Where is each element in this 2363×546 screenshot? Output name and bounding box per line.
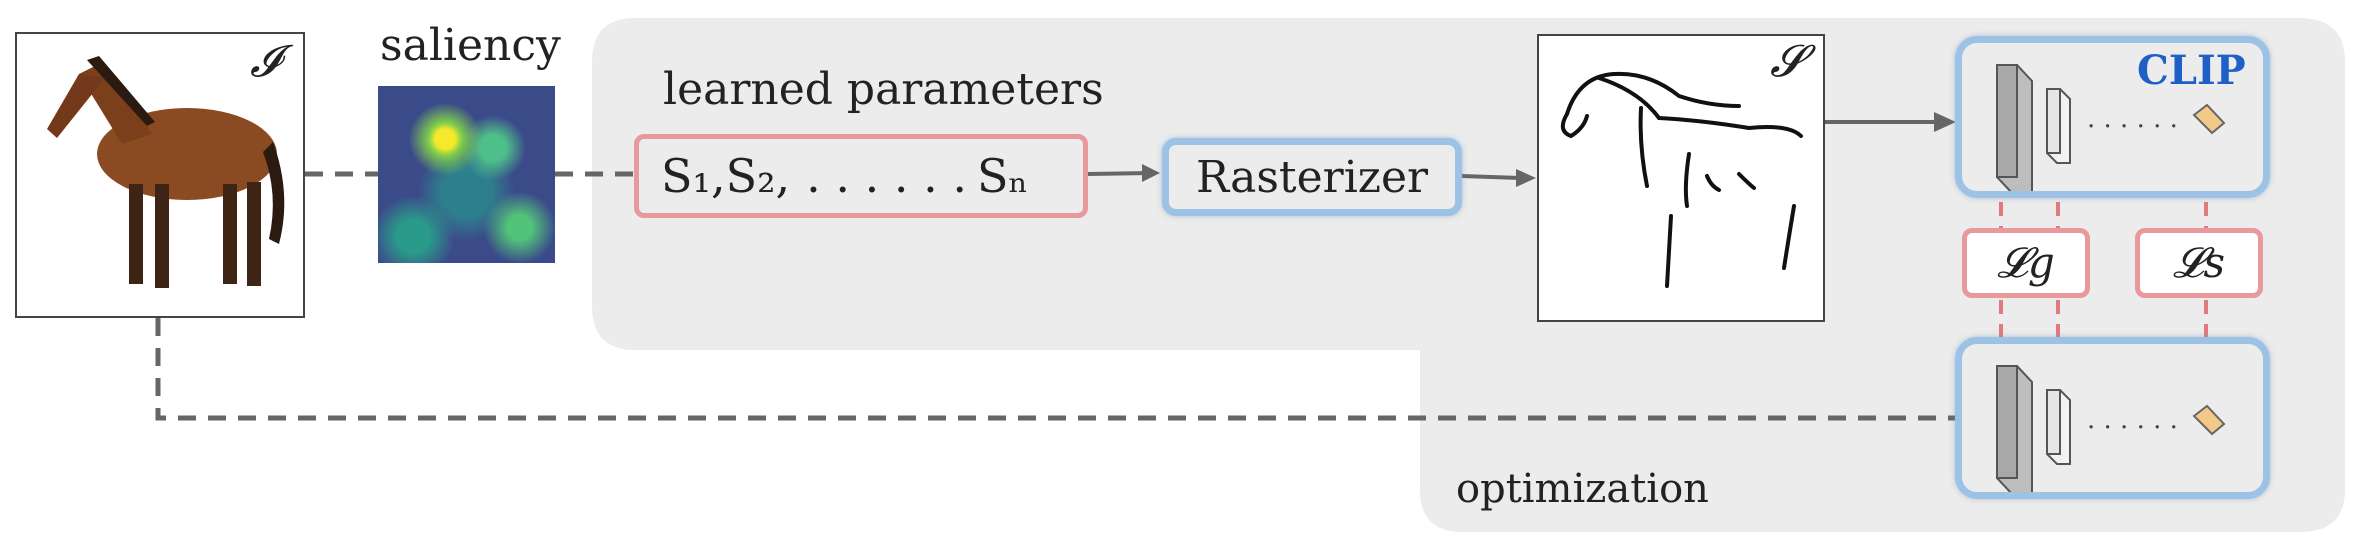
params-box: S₁ , S₂ , . . . . . . Sₙ	[634, 134, 1088, 218]
optimization-label: optimization	[1456, 466, 1709, 512]
input-image-frame	[15, 32, 305, 318]
clip-layers-top: · · · · · ·	[1996, 64, 2226, 191]
params-title: learned parameters	[663, 64, 1104, 115]
svg-text:· · · · · ·: · · · · · ·	[2087, 112, 2178, 142]
horse-sketch	[1560, 71, 1803, 288]
arrow-params-rasterizer	[1087, 171, 1151, 176]
sketch-frame	[1537, 34, 1825, 322]
horse-photo	[47, 56, 285, 288]
arrowhead-rasterizer	[1142, 164, 1160, 182]
arrow-rasterizer-sketch	[1461, 174, 1521, 180]
param-s1: S₁	[661, 149, 711, 203]
clip-label: CLIP	[2137, 47, 2246, 94]
saliency-label: saliency	[380, 20, 561, 71]
svg-text:· · · · · ·: · · · · · ·	[2087, 413, 2178, 443]
loss-geometric-label: 𝓛g	[1997, 238, 2055, 287]
loss-semantic-label: 𝓛s	[2172, 238, 2226, 287]
arrowhead-clip	[1934, 112, 1956, 132]
param-sep1: ,	[710, 149, 726, 203]
param-sn: Sₙ	[977, 149, 1029, 203]
clip-encoder-bottom: · · · · · ·	[1955, 337, 2270, 499]
clip-encoder-top: · · · · · · CLIP	[1955, 36, 2270, 198]
loss-semantic-box: 𝓛s	[2135, 228, 2263, 298]
param-s2: S₂	[725, 149, 776, 203]
input-image-symbol: 𝓘	[250, 36, 280, 87]
loss-geometric-box: 𝓛g	[1962, 228, 2090, 298]
connector-image-clip	[155, 318, 1960, 421]
sketch-symbol: 𝓢	[1770, 36, 1805, 87]
clip-layers-bottom: · · · · · ·	[1996, 365, 2226, 492]
param-dots: . . . . . .	[806, 149, 967, 203]
saliency-map	[378, 86, 555, 263]
rasterizer-box: Rasterizer	[1162, 138, 1462, 216]
rasterizer-label: Rasterizer	[1195, 151, 1429, 203]
arrowhead-sketch	[1516, 169, 1536, 187]
param-sep2: ,	[775, 149, 791, 203]
